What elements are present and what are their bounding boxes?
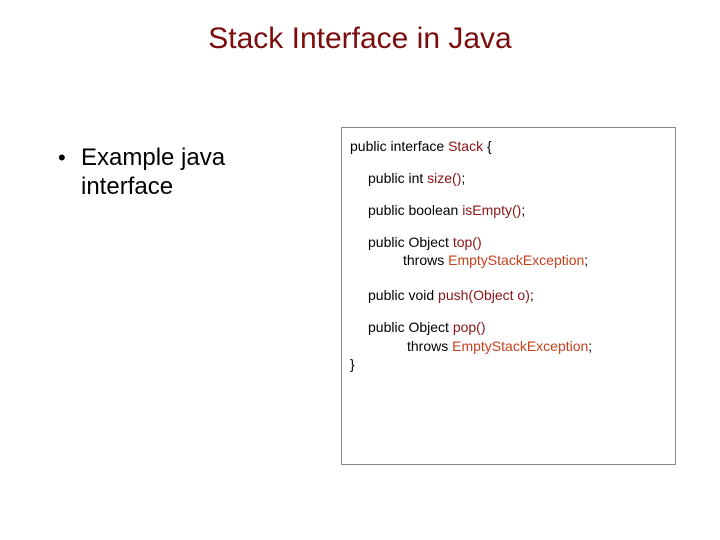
code-keyword: public interface: [350, 138, 449, 154]
bullet-list: • Example java interface: [58, 143, 318, 201]
code-line-pop-throws: throws EmptyStackException;: [407, 338, 592, 355]
code-line-size: public int size();: [368, 170, 465, 187]
code-keyword: throws: [403, 252, 449, 268]
code-keyword: public Object: [368, 234, 453, 250]
code-method: push(Object o): [438, 287, 530, 303]
code-keyword: public int: [368, 170, 428, 186]
slide-title: Stack Interface in Java: [208, 22, 512, 55]
code-punct: ;: [584, 252, 589, 268]
code-punct: ;: [529, 287, 534, 303]
code-keyword: public void: [368, 287, 439, 303]
code-type-name: Stack: [448, 138, 484, 154]
code-keyword: throws: [407, 338, 453, 354]
code-method: size(): [427, 170, 462, 186]
code-keyword: public boolean: [368, 202, 463, 218]
code-punct: {: [483, 138, 492, 154]
code-punct: }: [350, 356, 355, 372]
code-line-push: public void push(Object o);: [368, 287, 534, 304]
code-punct: ;: [461, 170, 466, 186]
code-line-top-throws: throws EmptyStackException;: [403, 252, 588, 269]
bullet-icon: •: [58, 145, 66, 170]
code-method: top(): [452, 234, 482, 250]
code-punct: ;: [588, 338, 593, 354]
code-line-close: }: [350, 356, 355, 373]
code-exception: EmptyStackException: [448, 252, 585, 268]
code-line-pop: public Object pop(): [368, 319, 486, 336]
bullet-text: Example java interface: [81, 144, 226, 200]
bullet-item: • Example java interface: [58, 143, 318, 201]
code-keyword: public Object: [368, 319, 453, 335]
code-line-isempty: public boolean isEmpty();: [368, 202, 525, 219]
code-method: pop(): [452, 319, 486, 335]
code-line-interface: public interface Stack {: [350, 138, 492, 155]
code-method: isEmpty(): [462, 202, 522, 218]
code-line-top: public Object top(): [368, 234, 482, 251]
code-box: public interface Stack { public int size…: [341, 127, 676, 465]
code-exception: EmptyStackException: [452, 338, 589, 354]
code-punct: ;: [521, 202, 526, 218]
